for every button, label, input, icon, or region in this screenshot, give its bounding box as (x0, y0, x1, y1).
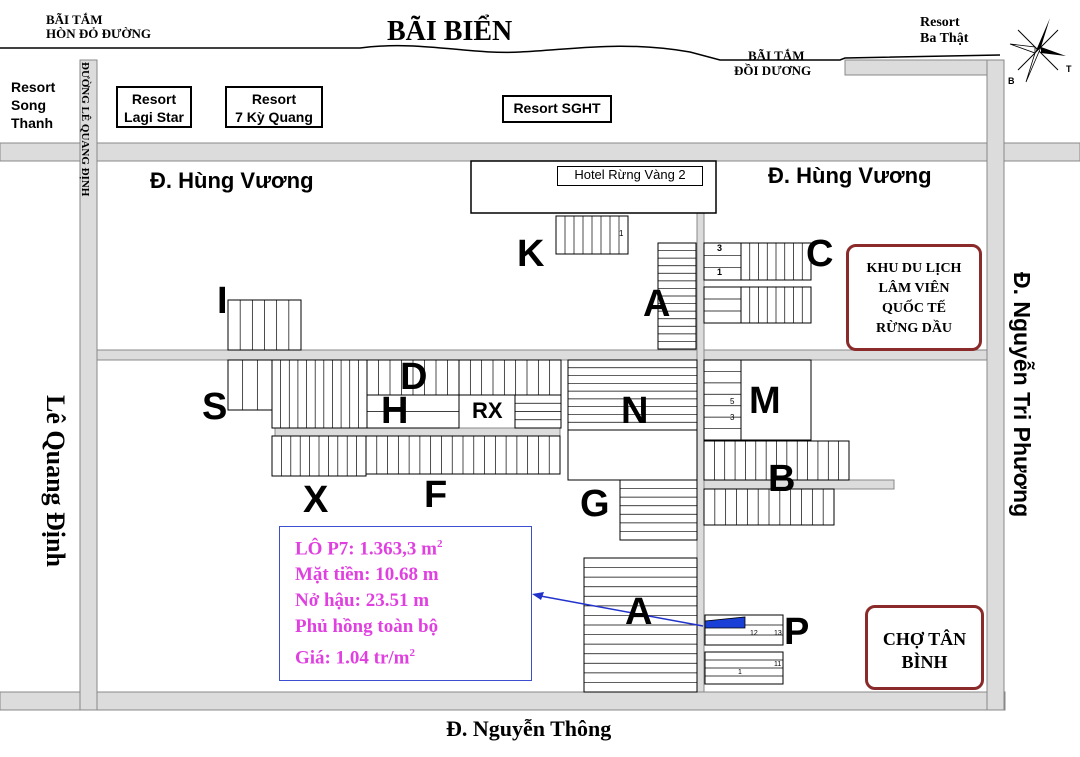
beach-left-label-2: HÒN ĐỎ ĐƯỜNG (46, 26, 151, 41)
resort-song-thanh-label: Resort Song Thanh (11, 79, 56, 131)
lot-info-status: Phủ hồng toàn bộ (295, 616, 439, 638)
lot-info-frontage: Mặt tiền: 10.68 m (295, 564, 439, 586)
khu-du-lich-box: KHU DU LỊCH LÂM VIÊN QUỐC TẾ RỪNG DẦU (846, 244, 982, 351)
lot-info-back: Nở hậu: 23.51 m (295, 590, 430, 612)
compass-label-t: T (1066, 64, 1072, 74)
block-label-s: S (202, 386, 228, 428)
compass-label-b: B (1008, 76, 1015, 86)
nguyen-thong-road (0, 691, 1006, 711)
street-hung-vuong-left: Đ. Hùng Vương (150, 168, 314, 193)
pointer-arrow-line (534, 594, 704, 627)
inner-road-lower (274, 427, 561, 437)
block-label-p: P (784, 611, 810, 653)
lot-number: 12 (750, 630, 758, 637)
khu-du-lich-label: KHU DU LỊCH LÂM VIÊN QUỐC TẾ RỪNG DẦU (866, 261, 962, 336)
block-label-a-top: A (643, 283, 671, 325)
lot-number: 1 (738, 669, 742, 676)
block-label-i: I (217, 280, 228, 322)
block-label-c: C (806, 233, 834, 275)
lot-group-n-lower (567, 429, 698, 481)
street-nguyen-thong: Đ. Nguyễn Thông (446, 716, 612, 741)
inner-road-right (703, 349, 988, 361)
resort-ba-that-label: Resort Ba Thật (920, 15, 969, 46)
street-le-quang-dinh-small: ĐƯỜNG LÊ QUANG ĐỊNH (79, 62, 91, 197)
lot-info-box: LÔ P7: 1.363,3 m2 Mặt tiền: 10.68 m Nở h… (279, 526, 532, 681)
block-label-b: B (768, 458, 796, 500)
lot-group-c-left (703, 242, 742, 281)
sea-title: BÃI BIỂN (387, 16, 513, 47)
cho-tan-binh-label: CHỢ TÂN BÌNH (882, 629, 967, 672)
inner-road-mid (96, 349, 698, 361)
street-nguyen-tri-phuong: Đ. Nguyễn Tri Phương (1009, 272, 1035, 518)
lot-group-c-left2 (703, 286, 742, 324)
block-label-rx: RX (472, 398, 503, 423)
block-label-g: G (580, 483, 610, 525)
lot-number: 1 (619, 229, 624, 238)
lot-number: 13 (774, 630, 782, 637)
block-label-x: X (303, 479, 329, 521)
block-label-d: D (400, 356, 428, 398)
lot-group-rx (458, 359, 562, 396)
beach-right-label-2: ĐỒI DƯƠNG (734, 63, 812, 78)
lot-info-price: Giá: 1.04 tr/m2 (295, 647, 416, 669)
vertical-road-center (696, 160, 705, 693)
block-label-n: N (621, 390, 649, 432)
lot-p7-highlight (704, 616, 746, 629)
block-label-h: H (381, 390, 409, 432)
block-label-m: M (749, 380, 781, 422)
hung-vuong-road (0, 142, 1080, 162)
lot-number: 5 (730, 397, 735, 406)
lot-group-g (619, 479, 698, 541)
lot-group-m (703, 359, 742, 441)
block-label-k: K (517, 233, 545, 275)
lot-number: 11 (774, 661, 782, 668)
road-to-beach (844, 59, 988, 76)
resort-sght-box: Resort SGHT (502, 95, 612, 123)
pointer-arrowhead (532, 592, 544, 600)
lot-number: 3 (717, 243, 723, 253)
lot-group-n (567, 359, 698, 431)
lot-group-m-right (740, 359, 812, 441)
coastline (0, 44, 1001, 61)
le-quang-dinh-road (79, 59, 98, 711)
lot-number: 3 (730, 413, 735, 422)
nguyen-tri-phuong-road (986, 59, 1005, 711)
hotel-rung-vang-label: Hotel Rừng Vàng 2 (557, 166, 703, 186)
block-label-a-bottom: A (625, 591, 653, 633)
resort-7-ky-quang-box: Resort 7 Kỳ Quang (225, 86, 323, 128)
inner-road-right-lower (703, 479, 895, 490)
resort-lagi-star-box: Resort Lagi Star (116, 86, 192, 128)
beach-left-label: BÃI TẮM (46, 12, 103, 27)
street-hung-vuong-right: Đ. Hùng Vương (768, 163, 932, 188)
lot-info-area: LÔ P7: 1.363,3 m2 (295, 538, 443, 560)
lot-group-s (227, 359, 273, 411)
compass-icon (1009, 18, 1066, 83)
lot-number: 1 (717, 267, 723, 277)
beach-right-label-1: BÃI TẮM (748, 48, 805, 63)
block-label-f: F (424, 474, 448, 516)
street-le-quang-dinh: Lê Quang Định (41, 395, 70, 567)
cho-tan-binh-box: CHỢ TÂN BÌNH (865, 605, 984, 690)
lot-group-h (271, 359, 368, 429)
